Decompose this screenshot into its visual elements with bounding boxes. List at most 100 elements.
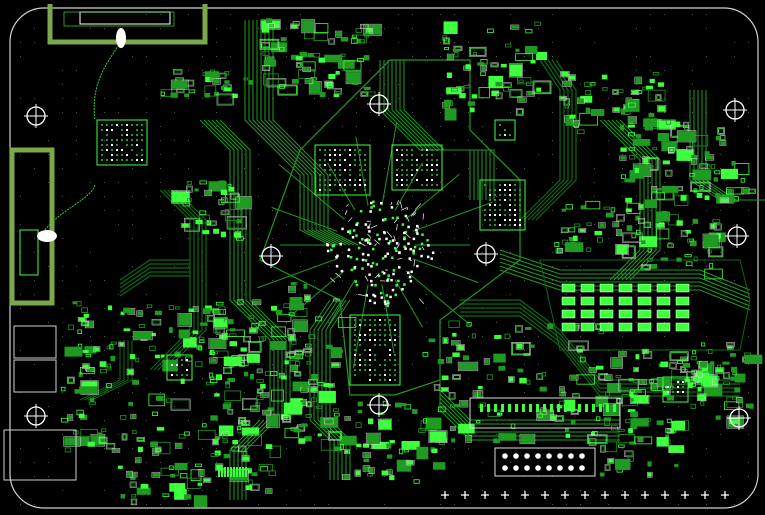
component	[308, 334, 316, 340]
silkscreen	[612, 107, 620, 113]
bga-ball	[111, 129, 113, 131]
component	[262, 65, 270, 71]
component	[660, 361, 669, 368]
silkscreen	[377, 418, 392, 431]
soc-ball	[412, 252, 415, 255]
bga-ball	[369, 334, 371, 336]
qfn-ethernet-outline	[662, 376, 689, 403]
bga-ball	[389, 369, 391, 371]
component	[300, 423, 308, 427]
silkscreen	[472, 390, 481, 398]
silkscreen	[741, 187, 750, 195]
component	[343, 60, 362, 71]
component	[731, 161, 736, 166]
trace	[119, 275, 190, 297]
component	[617, 434, 635, 444]
component	[357, 401, 363, 407]
bottom-pin-header[interactable]	[469, 397, 621, 477]
component	[288, 312, 295, 317]
bga-ball	[106, 139, 108, 141]
silkscreen	[604, 374, 613, 381]
bga-ball	[141, 139, 143, 141]
bga-ball	[111, 124, 113, 126]
bga-ball	[334, 179, 336, 181]
bga-wifi-module-outline	[96, 119, 148, 166]
bga-ball	[682, 386, 684, 388]
component	[199, 469, 204, 476]
central-soc-fanout[interactable]	[326, 200, 435, 308]
component	[306, 343, 313, 348]
component	[441, 375, 449, 381]
component	[630, 418, 649, 427]
component	[180, 378, 185, 384]
bga-ball	[319, 149, 321, 151]
silkscreen	[696, 393, 707, 401]
bga-ball	[374, 329, 376, 331]
bga-ball	[334, 174, 336, 176]
bga-ball	[364, 159, 366, 161]
component	[625, 99, 640, 112]
component	[335, 70, 340, 75]
left-edge-slot[interactable]	[9, 147, 55, 306]
soc-ball	[392, 272, 395, 276]
bga-ball	[379, 324, 381, 326]
component	[616, 215, 624, 221]
soc-ball	[390, 278, 393, 282]
soc-ball	[387, 301, 390, 305]
test-point	[661, 491, 669, 499]
top-left-slot[interactable]	[47, 4, 208, 45]
hole-crosshair	[367, 92, 391, 116]
bga-packages[interactable]	[96, 119, 689, 403]
silkscreen	[63, 436, 81, 447]
soc-ball	[326, 243, 329, 246]
component	[203, 478, 211, 482]
component	[674, 464, 679, 468]
component	[260, 383, 266, 389]
component	[736, 398, 742, 403]
component	[689, 383, 697, 387]
bga-ball	[484, 219, 486, 221]
silkscreen	[310, 386, 318, 393]
component	[605, 212, 614, 218]
edge-pad	[224, 467, 226, 477]
component	[619, 351, 626, 356]
component	[709, 361, 715, 366]
component	[647, 257, 653, 262]
test-point	[541, 491, 549, 499]
test-point	[521, 491, 529, 499]
component	[135, 357, 140, 363]
power-inductor-pad	[675, 283, 690, 293]
component	[160, 91, 165, 96]
component	[210, 415, 218, 421]
component	[481, 66, 487, 71]
trace	[327, 279, 356, 328]
component	[656, 95, 661, 100]
bga-ball	[394, 379, 396, 381]
component	[357, 58, 365, 63]
soc-ball	[384, 255, 387, 258]
component	[209, 378, 218, 384]
silkscreen	[622, 232, 643, 243]
silkscreen	[262, 65, 271, 71]
component	[630, 411, 638, 417]
power-inductor-pad	[675, 322, 690, 332]
bga-ball	[359, 344, 361, 346]
component	[251, 406, 259, 411]
component	[68, 415, 73, 420]
sodimm-pad	[536, 404, 539, 412]
silkscreen	[641, 348, 649, 355]
soc-escape	[396, 243, 400, 249]
component	[444, 47, 450, 51]
soc-ball	[373, 301, 377, 305]
soc-ball	[357, 246, 361, 250]
bga-ball	[401, 164, 403, 166]
component	[539, 386, 547, 392]
component	[81, 321, 89, 326]
component	[530, 59, 536, 64]
bga-ball	[677, 381, 679, 383]
bga-ball	[359, 169, 361, 171]
component	[495, 81, 503, 87]
component	[219, 200, 224, 205]
